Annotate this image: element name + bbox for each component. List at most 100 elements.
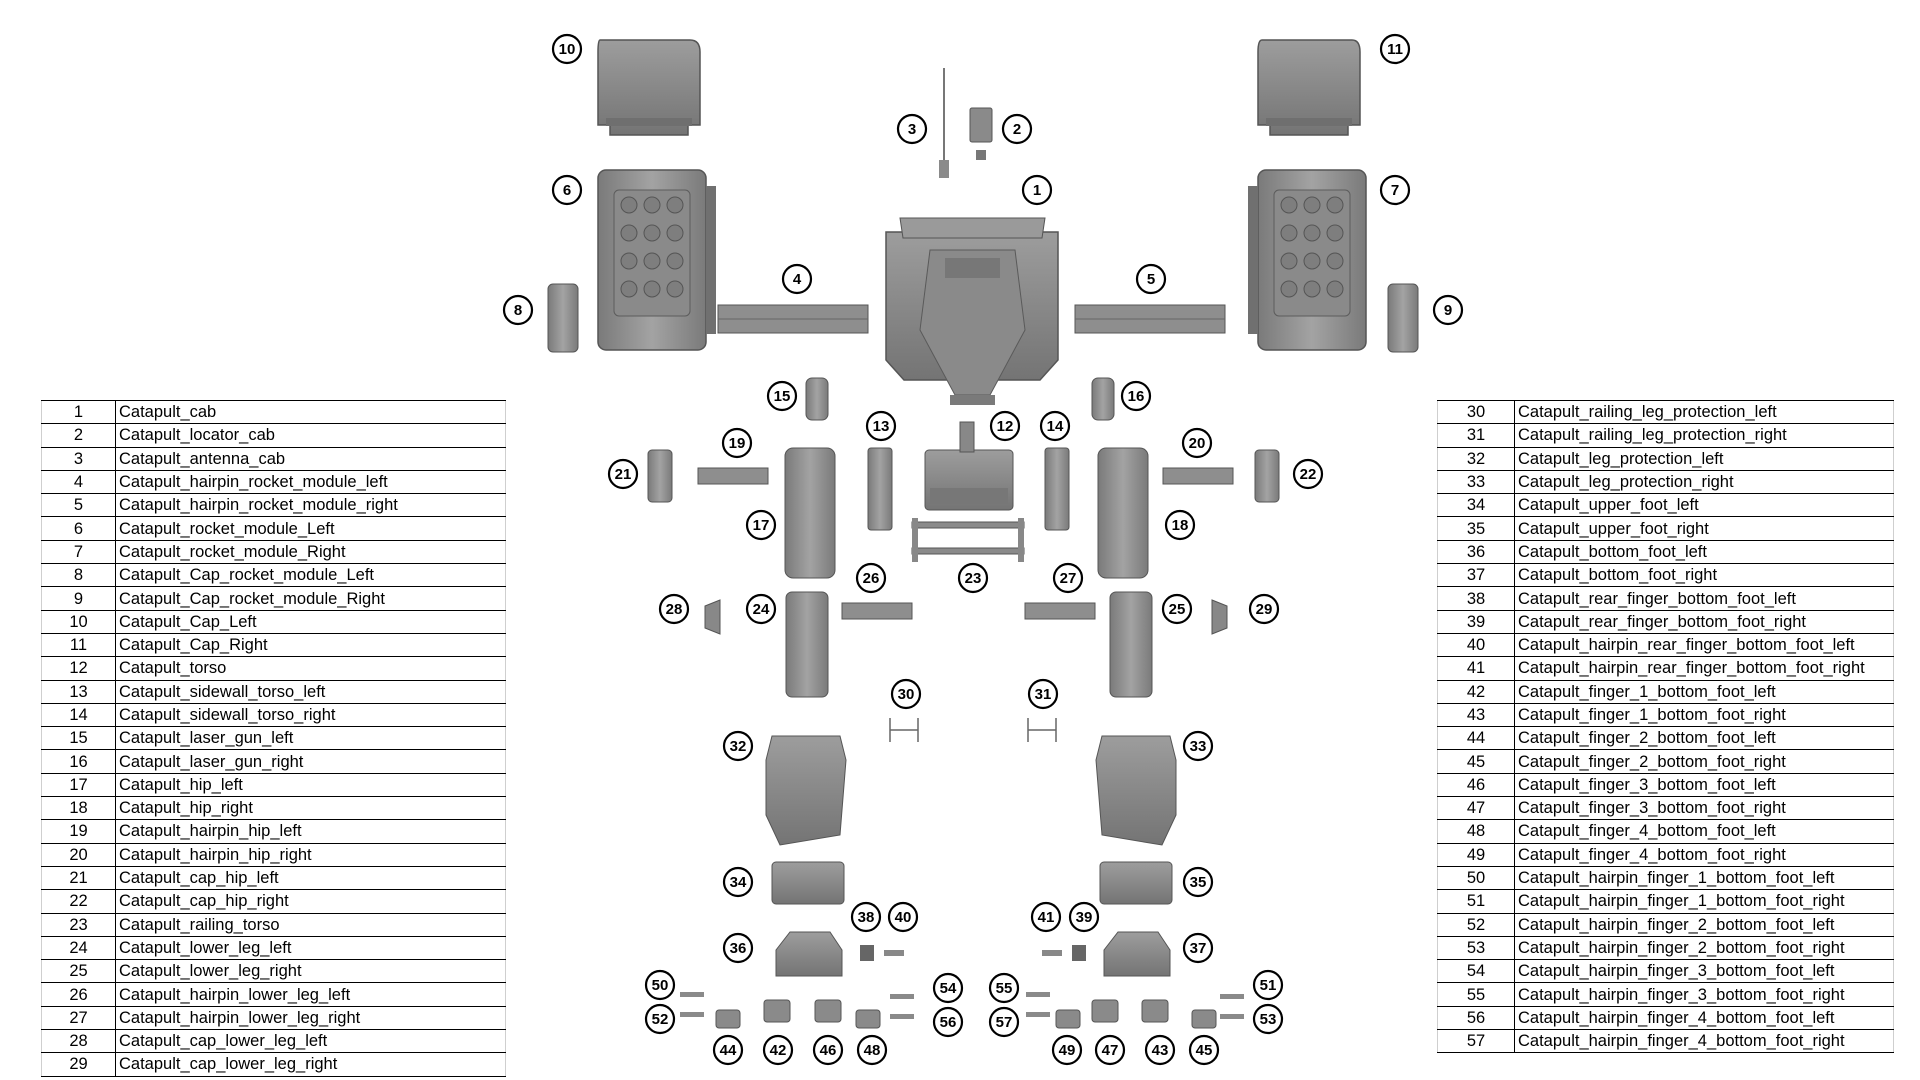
callout-circle [1432,294,1464,326]
part-name: Catapult_hairpin_rear_finger_bottom_foot… [1514,656,1894,681]
rocket-hole [620,280,638,298]
callout-46: 46 [812,1034,844,1066]
part-name: Catapult_Cap_rocket_module_Right [115,586,506,611]
part-name: Catapult_sidewall_torso_left [115,680,506,704]
rocket-hole [643,224,661,242]
part-number: 49 [1437,843,1515,867]
part-name: Catapult_laser_gun_left [115,726,506,751]
callout-circle [855,562,887,594]
callout-circle [890,678,922,710]
callout-number: 3 [908,121,916,138]
callout-circle [781,263,813,295]
callout-circle [1182,932,1214,964]
part-number: 18 [41,796,116,821]
part-sidewall-right [1044,447,1070,531]
part-number: 47 [1437,796,1515,821]
part-name: Catapult_bottom_foot_right [1514,563,1894,588]
part-name: Catapult_rocket_module_Left [115,516,506,541]
part-number: 43 [1437,703,1515,728]
callout-number: 20 [1189,435,1206,452]
callout-17: 17 [745,509,777,541]
part-name: Catapult_hairpin_finger_3_bottom_foot_ri… [1514,982,1894,1007]
part-railing-torso [911,518,1025,562]
callout-circle [1052,562,1084,594]
callout-54: 54 [932,972,964,1004]
callout-circle [989,410,1021,442]
part-leg-protection-right [1095,735,1177,846]
callout-circle [1252,1003,1284,1035]
part-rear-finger-left [860,945,874,961]
callout-45: 45 [1188,1034,1220,1066]
callout-number: 24 [753,601,770,618]
callout-number: 6 [563,182,571,199]
callout-21: 21 [607,458,639,490]
rocket-hole [620,224,638,242]
callout-43: 43 [1144,1034,1176,1066]
part-finger-1-left [763,999,791,1023]
callout-number: 9 [1444,302,1452,319]
part-number: 35 [1437,516,1515,541]
callout-15: 15 [766,380,798,412]
part-name: Catapult_hip_right [115,796,506,821]
part-number: 52 [1437,913,1515,937]
rocket-hole [1326,196,1344,214]
part-number: 10 [41,610,116,634]
part-name: Catapult_rear_finger_bottom_foot_right [1514,610,1894,634]
callout-circle [1379,174,1411,206]
callout-circle [896,113,928,145]
part-number: 41 [1437,656,1515,681]
part-number: 51 [1437,889,1515,914]
callout-circle [722,932,754,964]
part-hip-right [1097,447,1149,579]
part-name: Catapult_hairpin_finger_1_bottom_foot_le… [1514,866,1894,891]
callout-number: 17 [753,517,770,534]
part-finger-2-left [715,1009,741,1029]
callout-circle [988,972,1020,1004]
part-finger-4-right [1055,1009,1081,1029]
rocket-hole [620,196,638,214]
mech-parts [547,39,1419,1029]
part-name: Catapult_rocket_module_Right [115,540,506,565]
callout-circle [856,1034,888,1066]
part-number: 21 [41,866,116,891]
part-number: 42 [1437,680,1515,704]
part-name: Catapult_cap_lower_leg_left [115,1029,506,1054]
callout-number: 34 [730,874,747,891]
part-lower-leg-right [1109,591,1153,698]
callout-circle [1027,678,1059,710]
part-name: Catapult_railing_leg_protection_right [1514,423,1894,448]
part-name: Catapult_cap_hip_right [115,889,506,914]
callout-40: 40 [887,901,919,933]
callout-circle [850,901,882,933]
callout-circle [1248,593,1280,625]
callout-number: 30 [898,686,915,703]
rocket-hole [643,252,661,270]
part-cap-rocket-module-right [1387,283,1419,353]
callout-number: 26 [863,570,880,587]
part-number: 46 [1437,773,1515,798]
callout-25: 25 [1161,593,1193,625]
callout-circle [865,410,897,442]
part-number: 11 [41,633,116,658]
rocket-hole [1280,196,1298,214]
part-name: Catapult_upper_foot_left [1514,493,1894,518]
part-name: Catapult_cap_lower_leg_right [115,1052,506,1077]
part-leg-protection-left [765,735,847,846]
part-laser-gun-left [805,377,829,421]
callout-41: 41 [1030,901,1062,933]
callout-5: 5 [1135,263,1167,295]
